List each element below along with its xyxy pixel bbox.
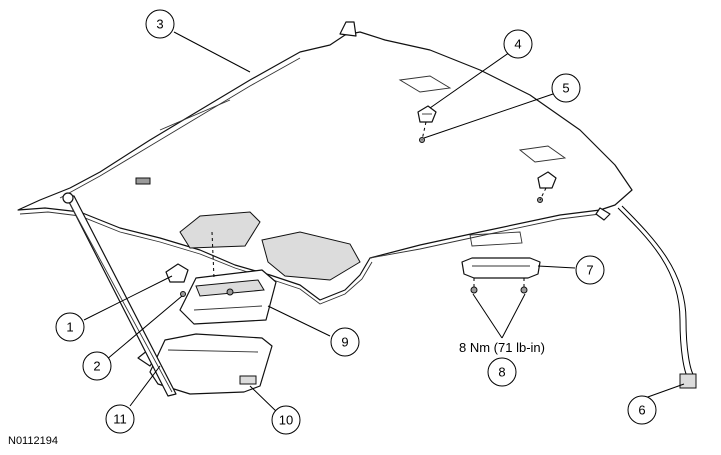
- grab-handle-bolt: [470, 286, 478, 294]
- torque-spec: 8 Nm (71 lb-in): [459, 340, 545, 355]
- callout-number: 1: [66, 320, 73, 335]
- overhead-console: [179, 269, 277, 325]
- headliner: [17, 21, 633, 305]
- callout-4: 4: [503, 29, 533, 59]
- callout-3: 3: [145, 9, 175, 39]
- callout-9: 9: [330, 327, 360, 357]
- visor-screw: [180, 291, 186, 297]
- leader-lines: [83, 31, 685, 415]
- callout-number: 10: [279, 413, 293, 428]
- callout-1: 1: [55, 312, 85, 342]
- callout-7: 7: [575, 255, 605, 285]
- callout-11: 11: [105, 404, 135, 434]
- callout-number: 2: [93, 359, 100, 374]
- grab-handle: [461, 257, 541, 279]
- callout-number: 8: [498, 365, 505, 380]
- grab-handle-bolt: [520, 286, 528, 294]
- figure-id: N0112194: [8, 435, 58, 447]
- callout-6: 6: [627, 395, 657, 425]
- callout-number: 5: [562, 81, 569, 96]
- callout-number: 4: [514, 37, 521, 52]
- callout-number: 11: [113, 412, 127, 427]
- retainer-clip-side: [537, 171, 557, 189]
- callout-2: 2: [82, 351, 112, 381]
- callout-10: 10: [271, 405, 301, 435]
- visor-pivot-rod: [62, 192, 177, 397]
- callout-number: 3: [156, 17, 163, 32]
- callout-number: 6: [638, 403, 645, 418]
- callout-8: 8: [487, 357, 517, 387]
- callout-5: 5: [551, 73, 581, 103]
- callout-number: 7: [586, 263, 593, 278]
- retainer-clip-rear: [417, 105, 437, 123]
- callout-number: 9: [341, 335, 348, 350]
- wiring-harness: [617, 205, 697, 389]
- visor-clip: [165, 263, 189, 283]
